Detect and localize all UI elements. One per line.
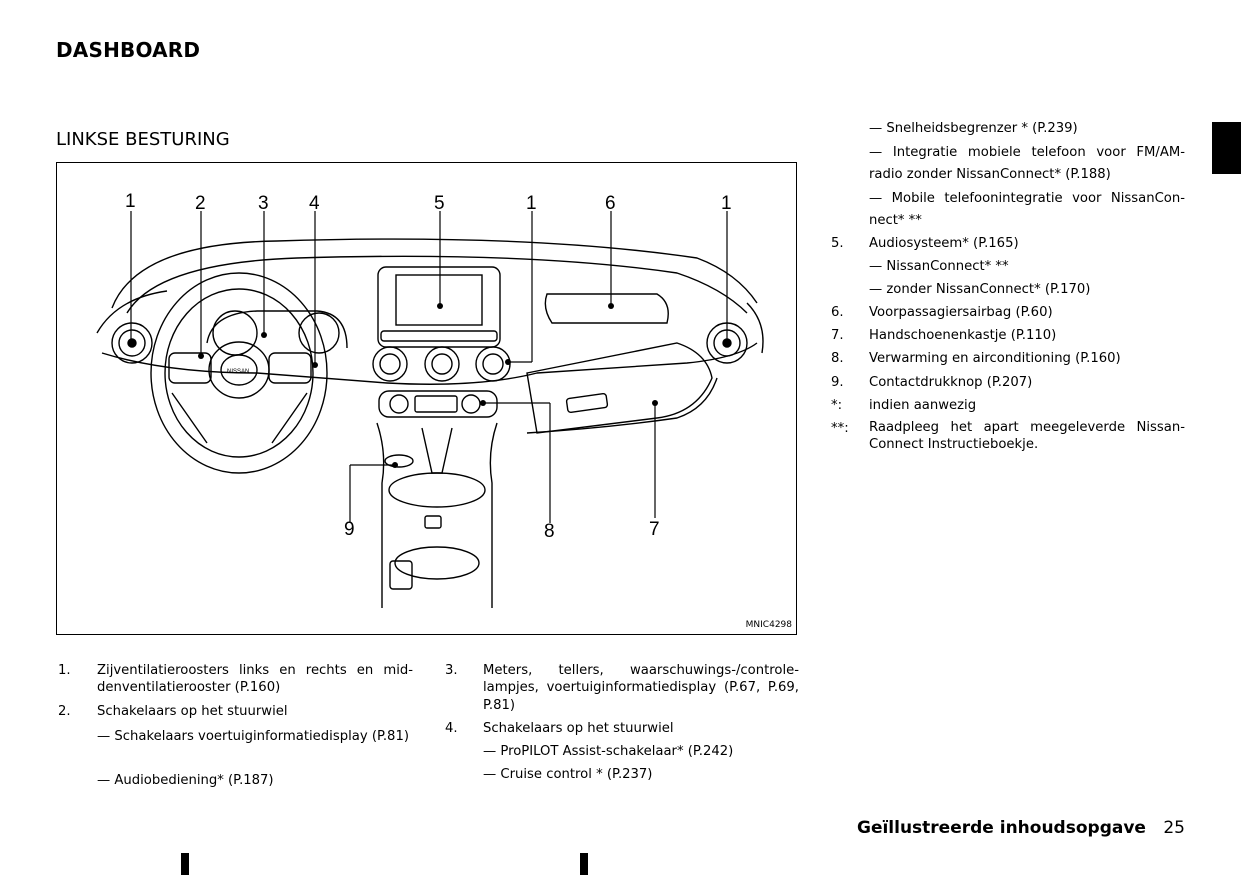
gear-lever (421, 427, 453, 474)
callout-5: 5 (434, 193, 445, 214)
section-tab-marker (1212, 122, 1241, 174)
wheel-logo-text: NISSAN (227, 369, 249, 375)
leader-lines (130, 211, 728, 523)
dashboard-figure: NISSAN (56, 162, 797, 635)
center-screen (395, 274, 483, 326)
legend-right: — Snelheidsbegrenzer * (P.239) — Integra… (831, 121, 1185, 452)
passenger-airbag (544, 293, 669, 324)
leader-dots (128, 303, 730, 468)
climate-panel (378, 390, 498, 418)
instrument-cluster (206, 310, 348, 349)
callout-8: 8 (544, 521, 555, 542)
steering-wheel (150, 272, 328, 474)
legend-left: 1. Zijventilatieroosters links en rechts… (58, 663, 413, 788)
callout-1-right-vent: 1 (721, 193, 732, 214)
legend-middle: 3. Meters, tellers, waarschuwings-/contr… (445, 663, 799, 782)
callout-1-left-vent: 1 (125, 191, 136, 212)
callout-6: 6 (605, 193, 616, 214)
page-footer: Geïllustreerde inhoudsopgave 25 (857, 818, 1185, 838)
callout-1-center-vent: 1 (526, 193, 537, 214)
center-vent-middle (424, 346, 460, 382)
left-vent (111, 322, 153, 364)
dashboard-illustration: NISSAN (96, 211, 764, 608)
callout-3: 3 (258, 193, 269, 214)
callout-9: 9 (344, 519, 355, 540)
glovebox (526, 342, 713, 434)
crop-mark-left (181, 853, 189, 875)
callout-4: 4 (309, 193, 320, 214)
dash-top-outline (111, 238, 758, 309)
crop-mark-right (580, 853, 588, 875)
center-vent-right (475, 346, 511, 382)
page-title: DASHBOARD (56, 38, 201, 62)
figure-code: MNIC4298 (745, 620, 792, 630)
callout-2: 2 (195, 193, 206, 214)
start-button (384, 454, 414, 468)
page-number: 25 (1163, 818, 1185, 838)
footer-title: Geïllustreerde inhoudsopgave (856, 818, 1146, 838)
section-subtitle: LINKSE BESTURING (56, 129, 230, 150)
center-vent-left (372, 346, 408, 382)
callout-7: 7 (649, 519, 660, 540)
